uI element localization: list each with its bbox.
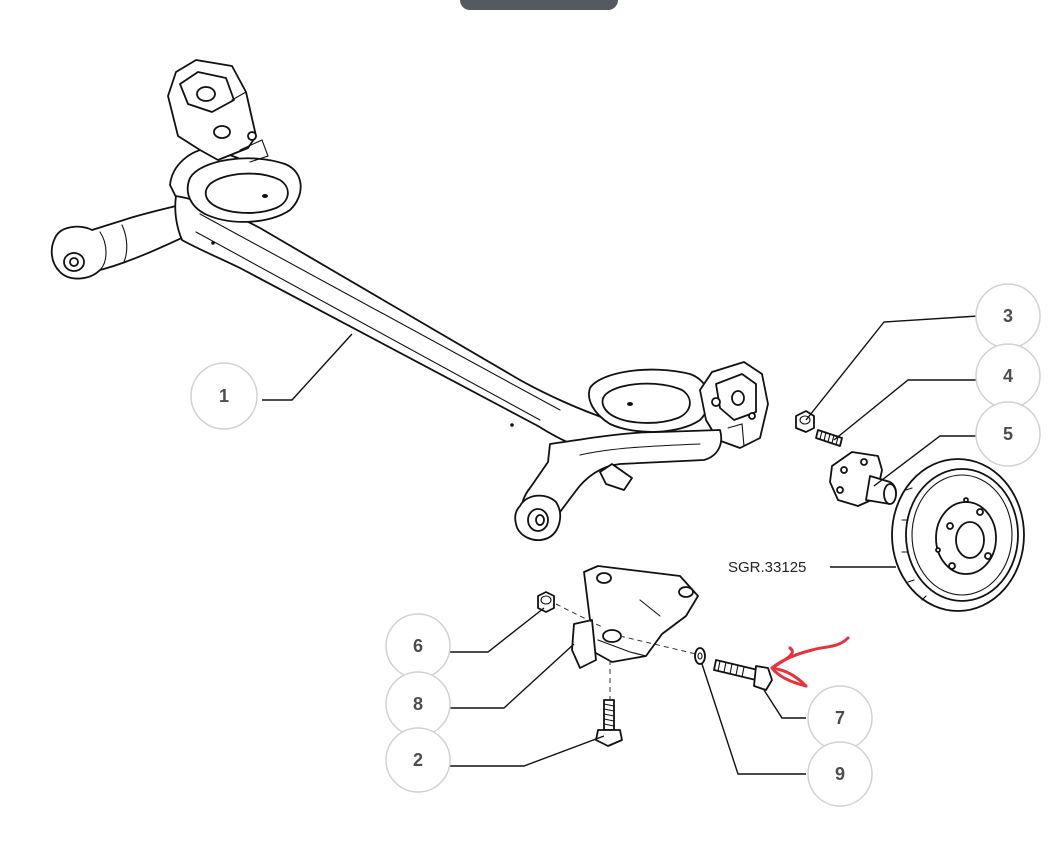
callout-6: 6: [385, 613, 451, 679]
stud-part-4: [815, 429, 843, 447]
leader-2: [450, 735, 605, 767]
leader-4: [833, 379, 978, 441]
top-handle-tab[interactable]: [460, 0, 618, 10]
stub-axle-part-5: [829, 451, 897, 507]
callout-7: 7: [807, 685, 873, 751]
callout-7-number: 7: [835, 708, 845, 728]
callout-6-number: 6: [413, 636, 423, 656]
bolt-part-2: [595, 699, 623, 747]
callout-8: 8: [385, 671, 451, 737]
leader-9: [701, 663, 806, 775]
callout-8-number: 8: [413, 694, 423, 714]
callout-2-number: 2: [413, 750, 423, 770]
reference-label-sgr: SGR.33125: [728, 559, 806, 576]
callout-3: 3: [975, 283, 1041, 349]
callout-5: 5: [975, 401, 1041, 467]
leader-8: [450, 643, 575, 709]
alignment-line-washer: [619, 635, 697, 655]
callout-1-number: 1: [219, 386, 229, 406]
bolt-part-7: [713, 659, 773, 691]
callout-1: 1: [190, 362, 258, 430]
callout-9: 9: [807, 741, 873, 807]
callout-4-number: 4: [1003, 366, 1013, 386]
callout-9-number: 9: [835, 764, 845, 784]
leader-1: [262, 333, 353, 401]
callout-4: 4: [975, 343, 1041, 409]
brake-drum: [891, 458, 1025, 612]
nut-part-6: [537, 591, 555, 613]
callout-3-number: 3: [1003, 306, 1013, 326]
rear-axle-beam: [50, 59, 769, 541]
washer-part-9: [694, 647, 706, 665]
bracket-part-8: [571, 565, 699, 669]
hand-drawn-arrow-icon: [770, 636, 850, 688]
callout-5-number: 5: [1003, 424, 1013, 444]
leader-5: [873, 435, 978, 487]
leader-3: [805, 315, 979, 421]
leader-7: [763, 689, 806, 719]
callout-2: 2: [385, 727, 451, 793]
leader-6: [450, 607, 545, 653]
